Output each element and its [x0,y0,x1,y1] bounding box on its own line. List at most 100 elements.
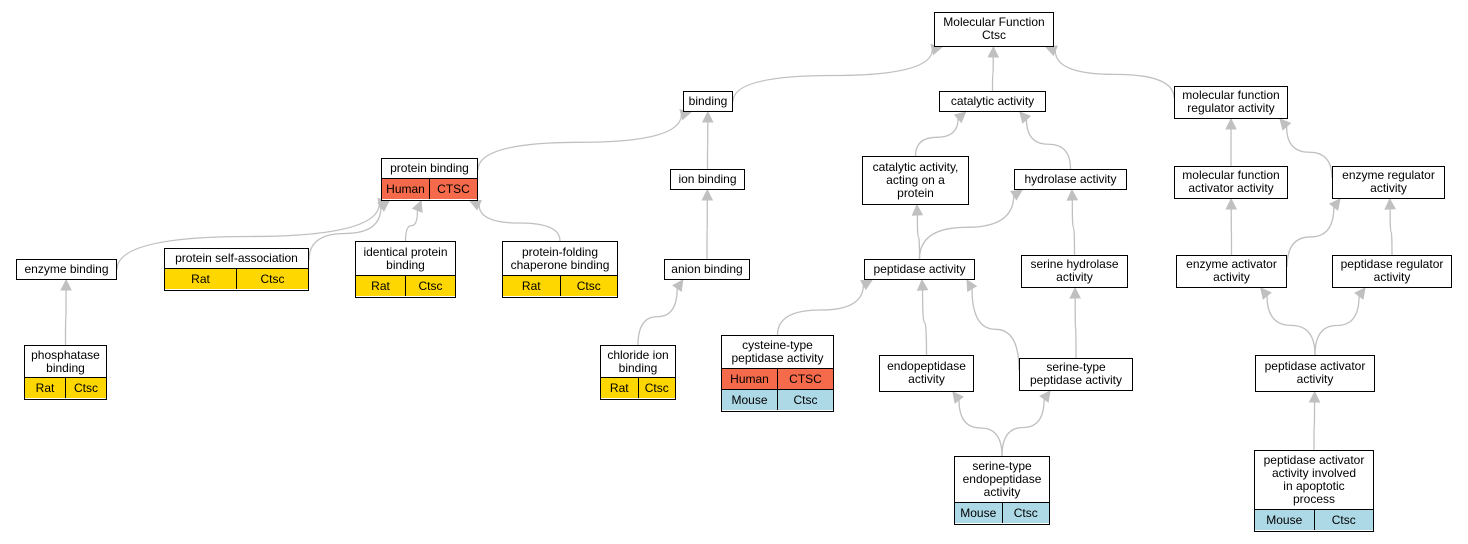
go-term-node-endopep[interactable]: endopeptidase activity [879,355,974,392]
go-term-label: binding [688,93,728,108]
arrowhead-serine_endo-to-serine_pep [1039,390,1051,403]
arrowhead-pep_act-to-pep_reg [1354,287,1366,300]
go-term-label: molecular function activator activity [1182,168,1280,196]
go-term-label: hydrolase activity [1024,171,1117,186]
edge-serine_hyd-to-hydrolase [1071,199,1076,256]
go-term-node-hydrolase[interactable]: hydrolase activity [1014,169,1127,190]
go-term-node-pep-reg[interactable]: peptidase regulator activity [1332,255,1452,288]
arrowhead-mfaa-to-mfra [1225,117,1237,130]
gene-cell: Ctsc [405,276,455,297]
edge-peptidase-to-cat_protein [916,214,921,260]
arrowhead-enzyme_act-to-enzyme_reg [1328,198,1341,211]
edge-cysteine-to-peptidase [776,285,865,336]
go-term-node-serine-hyd[interactable]: serine hydrolase activity [1021,255,1128,288]
go-term-label: peptidase activity [873,261,966,276]
go-term-node-catalytic[interactable]: catalytic activity [939,91,1046,112]
go-term-label: serine hydrolase activity [1030,257,1119,285]
go-term-node-enzyme-act[interactable]: enzyme activator activity [1176,255,1287,288]
go-term-node-binding[interactable]: binding [683,91,733,112]
arrowhead-serine_endo-to-endopep [952,391,964,404]
edge-pep_act-to-pep_reg [1314,296,1360,356]
species-cell: Rat [609,380,629,395]
edge-peptidase-to-hydrolase [918,195,1015,260]
go-term-node-cat-protein[interactable]: catalytic activity, acting on a protein [862,156,969,205]
species-cell: Human [730,371,769,386]
edge-chloride-to-anion [637,288,678,346]
arrowhead-serine_hyd-to-hydrolase [1066,188,1079,201]
go-term-node-ion-binding[interactable]: ion binding [670,169,745,190]
go-term-label: identical protein binding [363,244,448,272]
go-term-label: serine-type endopeptidase activity [962,459,1042,500]
go-term-label: molecular function regulator activity [1182,88,1280,116]
go-term-label: phosphatase binding [31,347,100,375]
go-term-label: Molecular Function Ctsc [943,15,1045,43]
go-term-label: peptidase activator activity involved in… [1263,453,1365,507]
species-cell: Human [386,181,425,196]
go-term-label: chloride ion binding [607,347,669,375]
species-cell: Rat [191,271,210,286]
go-term-node-root[interactable]: Molecular Function Ctsc [934,12,1054,47]
go-term-node-enzyme-reg[interactable]: enzyme regulator activity [1332,166,1445,199]
edge-enzyme_act-to-enzyme_reg [1286,206,1335,268]
go-term-label: catalytic activity [950,93,1035,108]
go-term-node-anion[interactable]: anion binding [664,259,750,280]
species-cell: Mouse [731,392,768,407]
edge-enzyme_reg-to-mfra [1285,126,1333,179]
go-term-label: ion binding [678,171,737,186]
arrowhead-catalytic-to-root [987,45,1000,58]
arrowhead-endopep-to-peptidase [916,278,929,291]
go-term-label: enzyme regulator activity [1342,168,1435,196]
go-term-label: peptidase regulator activity [1340,257,1444,285]
gene-cell: CTSC [777,369,833,390]
go-term-label: protein self-association [175,251,298,266]
edge-phosphatase-to-enzyme_binding [64,289,67,346]
arrowhead-phosphatase-to-enzyme_binding [60,278,72,291]
go-term-label: protein binding [390,161,469,176]
edge-serine_pep-to-serine_hyd [1074,297,1077,359]
go-term-node-mfaa[interactable]: molecular function activator activity [1174,166,1288,199]
species-cell: Rat [521,278,541,293]
annotation-row: Human CTSC [722,368,833,390]
arrowhead-cysteine-to-peptidase [860,279,873,291]
arrowhead-serine_pep-to-serine_hyd [1069,286,1081,299]
species-cell: Mouse [960,505,997,520]
gene-cell: Ctsc [637,378,676,399]
edge-serine_endo-to-endopep [958,399,1003,457]
annotation-row: Rat Ctsc [601,377,676,399]
go-term-label: peptidase activator activity [1264,359,1366,387]
go-term-node-enzyme-binding[interactable]: enzyme binding [16,259,117,280]
edge-mfra-to-root [1054,50,1175,99]
go-term-label: protein-folding chaperone binding [510,244,610,272]
arrowhead-peptidase-to-cat_protein [911,203,924,216]
go-term-node-mfra[interactable]: molecular function regulator activity [1174,86,1288,119]
go-term-node-serine-pep[interactable]: serine-type peptidase activity [1019,358,1133,391]
edge-endopep-to-peptidase [921,289,928,356]
edge-serine_endo-to-serine_pep [1001,399,1045,457]
go-term-node-peptidase[interactable]: peptidase activity [864,259,975,280]
arrowhead-serine_pep-to-peptidase [966,279,978,292]
go-term-node-apoptotic[interactable]: peptidase activator activity involved in… [1254,450,1374,532]
go-term-label: enzyme activator activity [1186,257,1277,285]
edge-binding-to-root [732,49,933,102]
go-term-label: anion binding [671,261,743,276]
arrowhead-peptidase-to-hydrolase [1010,189,1023,201]
gene-cell: Ctsc [65,378,106,399]
arrowhead-identical-to-protein_binding [411,199,423,213]
edge-cat_protein-to-catalytic [914,118,959,157]
go-term-node-pep-act[interactable]: peptidase activator activity [1255,355,1375,392]
species-cell: Mouse [1266,512,1303,527]
arrowhead-enzyme_reg-to-mfra [1279,118,1292,131]
